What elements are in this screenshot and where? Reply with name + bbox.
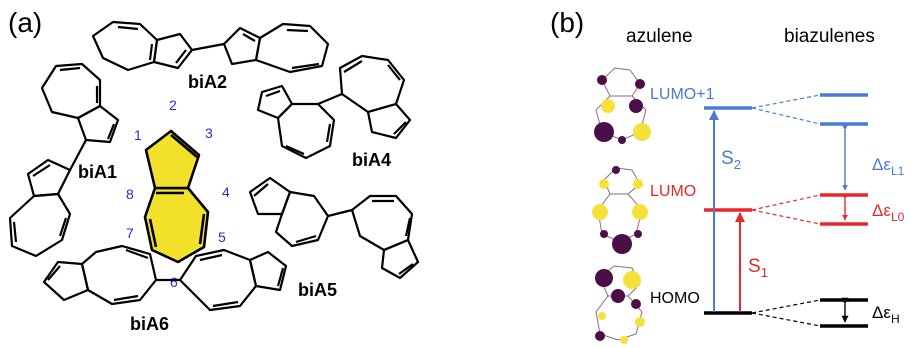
panel-a-label: (a) [8, 7, 42, 38]
splitting-label-l1: ΔεL1 [872, 155, 905, 178]
molecule-bia2 [91, 20, 330, 74]
pos-1: 1 [134, 127, 142, 143]
pentagon-ring [144, 129, 201, 190]
orbital-lumo1-picture [594, 67, 651, 144]
position-numbers: 1 2 3 4 5 6 7 8 [126, 97, 230, 290]
pos-2: 2 [169, 97, 177, 113]
pos-6: 6 [170, 274, 178, 290]
label-bia6: biA6 [130, 314, 169, 334]
pos-3: 3 [205, 125, 213, 141]
heptagon-ring [143, 186, 210, 264]
column-title-biazulenes: biazulenes [784, 26, 875, 47]
label-bia1: biA1 [78, 162, 117, 182]
orbital-lumo-picture [592, 166, 648, 254]
label-bia5: biA5 [298, 280, 337, 300]
column-title-azulene: azulene [626, 26, 693, 47]
panel-b-label: (b) [550, 7, 584, 38]
transition-label-s2: S2 [721, 148, 741, 172]
molecule-bia5 [248, 176, 420, 280]
molecule-bia6 [42, 244, 288, 312]
level-label-lumo1: LUMO+1 [650, 86, 715, 103]
splitting-label-l0: ΔεL0 [872, 201, 905, 224]
level-label-homo: HOMO [650, 290, 700, 307]
molecule-bia4 [256, 54, 412, 160]
label-bia4: biA4 [352, 150, 391, 170]
pos-8: 8 [126, 186, 134, 202]
correlation-lines [751, 94, 821, 327]
splitting-label-h: ΔεH [872, 303, 900, 326]
transition-label-s1: S1 [748, 256, 768, 280]
label-bia2: biA2 [188, 72, 227, 92]
pos-5: 5 [218, 229, 226, 245]
orbital-homo-picture [595, 265, 645, 344]
pos-4: 4 [222, 184, 230, 200]
pos-7: 7 [126, 225, 134, 241]
panel-a: (a) 1 2 3 4 5 6 7 8 [8, 7, 420, 334]
molecule-bia1 [8, 62, 120, 258]
level-label-lumo: LUMO [650, 183, 696, 200]
panel-b: (b) azulene biazulenes [550, 7, 905, 344]
central-azulene [143, 129, 210, 264]
